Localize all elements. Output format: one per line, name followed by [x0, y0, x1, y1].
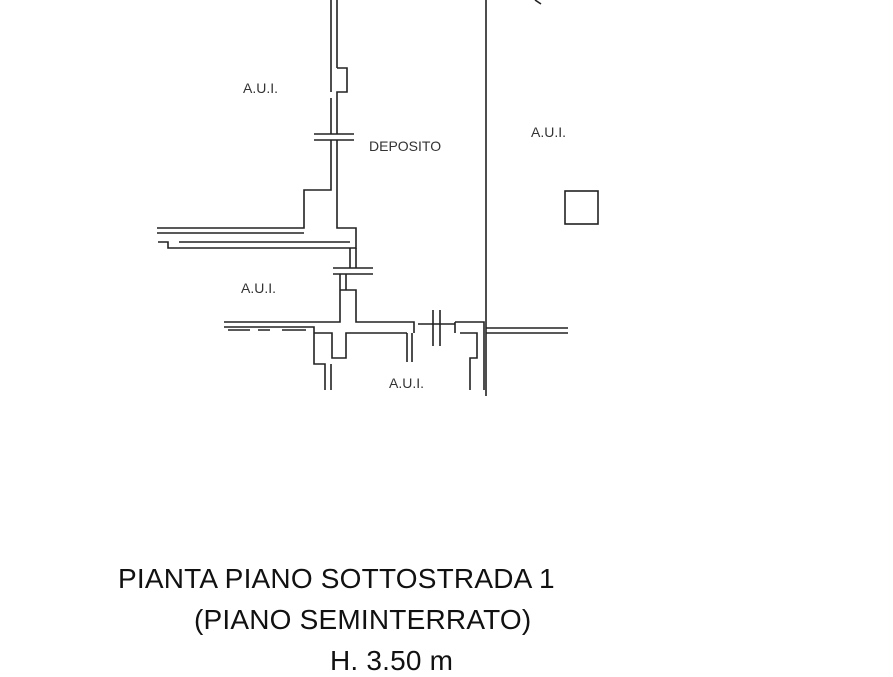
- wall-lower-right: [454, 321, 485, 390]
- wall-horizontal-right: [486, 327, 568, 334]
- door-middle: [333, 267, 373, 290]
- caption-title: PIANTA PIANO SOTTOSTRADA 1: [118, 563, 555, 594]
- wall-lower-left: [224, 289, 415, 390]
- room-label-aui-top-left: A.U.I.: [243, 80, 278, 96]
- floor-plan-drawing: A.U.I. DEPOSITO A.U.I. A.U.I. A.U.I.: [157, 0, 599, 396]
- door-lower: [406, 310, 455, 362]
- room-label-aui-right: A.U.I.: [531, 124, 566, 140]
- wall-step-left: [157, 182, 357, 249]
- pillar-square: [564, 190, 599, 225]
- wall-lines: [157, 0, 599, 396]
- door-upper: [314, 133, 354, 188]
- caption-subtitle: (PIANO SEMINTERRATO): [194, 604, 532, 635]
- room-label-deposito: DEPOSITO: [369, 138, 441, 154]
- caption-height: H. 3.50 m: [330, 645, 454, 676]
- wall-horizontal-left: [157, 232, 350, 243]
- room-labels: A.U.I. DEPOSITO A.U.I. A.U.I. A.U.I.: [241, 80, 566, 391]
- wall-vertical-mid: [349, 248, 357, 268]
- room-label-aui-bottom: A.U.I.: [389, 375, 424, 391]
- wall-vertical-left: [330, 0, 348, 134]
- stair-mark-top: [534, 0, 542, 5]
- room-label-aui-mid-left: A.U.I.: [241, 280, 276, 296]
